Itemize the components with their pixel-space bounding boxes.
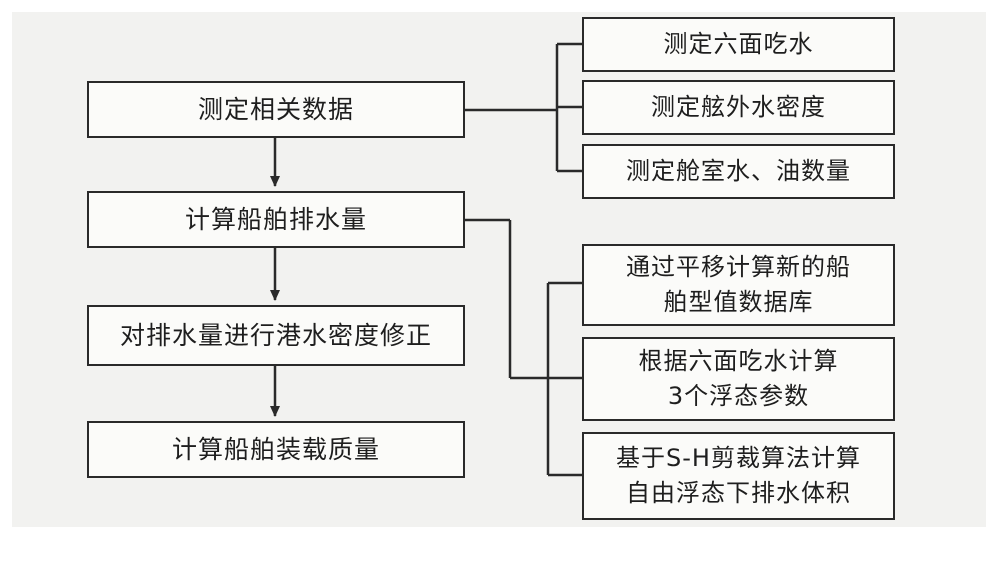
calc-bracket bbox=[464, 218, 582, 477]
step-compute-displacement: 计算船舶排水量 bbox=[87, 191, 465, 248]
step-density-correction-label: 对排水量进行港水密度修正 bbox=[119, 321, 432, 350]
step-compute-load-mass-label: 计算船舶装载质量 bbox=[171, 435, 380, 464]
calc-displaced-volume: 基于S-H剪裁算法计算 自由浮态下排水体积 bbox=[582, 432, 895, 520]
measure-tank-quantities: 测定舱室水、油数量 bbox=[582, 144, 895, 199]
measure-tank-quantities-label: 测定舱室水、油数量 bbox=[626, 157, 851, 185]
calc-hull-database-line2: 舶型值数据库 bbox=[663, 288, 814, 316]
step-measure-data-label: 测定相关数据 bbox=[197, 95, 354, 124]
step-compute-load-mass: 计算船舶装载质量 bbox=[87, 421, 465, 478]
calc-floating-params-line1: 根据六面吃水计算 bbox=[638, 347, 839, 375]
calc-floating-params-line2: 3个浮态参数 bbox=[667, 382, 810, 410]
measure-bracket bbox=[464, 42, 582, 173]
step-density-correction: 对排水量进行港水密度修正 bbox=[87, 305, 465, 366]
calc-hull-database-line1: 通过平移计算新的船 bbox=[626, 253, 851, 281]
calc-floating-params: 根据六面吃水计算 3个浮态参数 bbox=[582, 337, 895, 421]
measure-outboard-density-label: 测定舷外水密度 bbox=[651, 93, 826, 121]
step-compute-displacement-label: 计算船舶排水量 bbox=[184, 205, 367, 234]
calc-displaced-volume-line2: 自由浮态下排水体积 bbox=[626, 479, 851, 507]
measure-six-drafts-label: 测定六面吃水 bbox=[663, 30, 814, 58]
measure-six-drafts: 测定六面吃水 bbox=[582, 17, 895, 72]
calc-hull-database: 通过平移计算新的船 舶型值数据库 bbox=[582, 244, 895, 326]
calc-displaced-volume-line1: 基于S-H剪裁算法计算 bbox=[616, 444, 861, 472]
measure-outboard-density: 测定舷外水密度 bbox=[582, 80, 895, 135]
step-measure-data: 测定相关数据 bbox=[87, 81, 465, 138]
